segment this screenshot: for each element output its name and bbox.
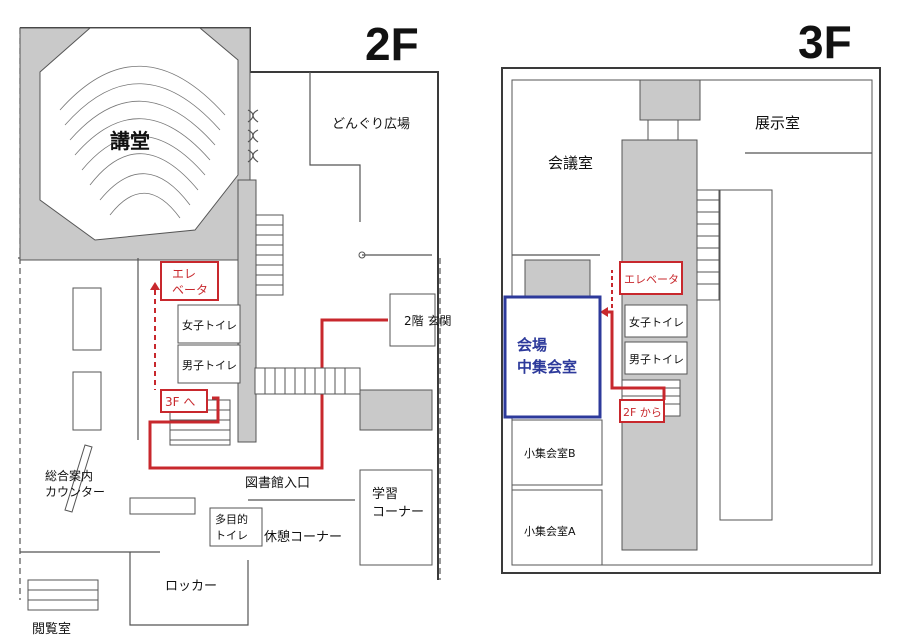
- small-room-b[interactable]: [511, 419, 603, 486]
- stairs-2f-middle: [254, 367, 361, 395]
- counter-box-2: [72, 371, 102, 431]
- floor-2f-title: 2F: [365, 18, 419, 70]
- elevator-2f-label-2: ベータ: [172, 283, 208, 297]
- stairs-3f-right: [696, 189, 720, 301]
- men-toilet-3f[interactable]: [624, 341, 688, 375]
- small-room-a[interactable]: [511, 489, 603, 566]
- from-2f-box[interactable]: [619, 399, 665, 423]
- auditorium-label: 講堂: [110, 129, 150, 153]
- elevator-2f[interactable]: [160, 261, 219, 301]
- donguri-label: どんぐり広場: [332, 117, 410, 132]
- exhibition-inner: [719, 189, 773, 521]
- entrance-2f[interactable]: [389, 293, 436, 347]
- library-entrance-label: 図書館入口: [245, 476, 310, 491]
- route-2f: [148, 318, 388, 470]
- stairs-3f-from-2f: [621, 379, 681, 417]
- gray-3f-top: [639, 79, 701, 121]
- women-toilet-3f-label: 女子トイレ: [629, 315, 684, 329]
- women-toilet-3f[interactable]: [624, 304, 688, 338]
- men-toilet-3f-label: 男子トイレ: [629, 353, 684, 366]
- route-3f: [604, 310, 666, 400]
- reading-shelves: [27, 579, 99, 611]
- elevator-3f[interactable]: [619, 261, 683, 295]
- auditorium-doors: [247, 109, 259, 163]
- study-corner-label-2: コーナー: [372, 505, 424, 520]
- gray-3f-mid: [524, 259, 591, 299]
- info-counter-label-1: 総合案内: [45, 468, 93, 483]
- small-room-a-label: 小集会室A: [524, 524, 576, 538]
- women-toilet-2f[interactable]: [177, 304, 241, 344]
- locker-label: ロッカー: [165, 579, 217, 594]
- reading-room-label: 閲覧室: [32, 621, 71, 637]
- venue-label-1: 会場: [517, 336, 547, 354]
- floor-3f-title: 3F: [798, 16, 852, 68]
- gray-block-2f: [359, 389, 433, 431]
- doors-3f: [647, 119, 679, 141]
- elevator-2f-label-1: エレ: [172, 267, 196, 281]
- route-2f-arrow: [150, 282, 160, 290]
- meeting-room-label: 会議室: [548, 154, 593, 172]
- wall-3f-outer: [501, 67, 881, 574]
- study-corner[interactable]: [359, 469, 433, 566]
- entrance-2f-label: 2階 玄関: [404, 313, 451, 328]
- to-3f-box[interactable]: [160, 389, 208, 413]
- info-counter-label-2: カウンター: [45, 485, 105, 499]
- rest-corner-label: 休憩コーナー: [264, 529, 342, 545]
- venue-room[interactable]: [503, 295, 602, 419]
- route-3f-arrow: [600, 307, 608, 317]
- men-toilet-2f[interactable]: [177, 344, 241, 384]
- floor-2f: 講堂 どんぐり広場 エレ ベータ 女子トイレ 男子トイレ: [18, 18, 451, 637]
- small-room-b-label: 小集会室B: [524, 446, 576, 460]
- from-2f-label: 2F から: [623, 406, 662, 419]
- floor-3f: 会議室 展示室 エレベータ 女子トイレ 男子トイレ: [501, 16, 881, 574]
- exhibition-label: 展示室: [755, 114, 800, 132]
- multi-toilet[interactable]: [209, 507, 263, 547]
- stairs-2f-upper: [254, 214, 284, 296]
- venue-label-2: 中集会室: [517, 358, 577, 376]
- elevator-3f-label: エレベータ: [624, 273, 679, 286]
- bench-2f: [129, 497, 196, 515]
- multi-toilet-label-1: 多目的: [215, 512, 248, 526]
- multi-toilet-label-2: トイレ: [215, 529, 248, 542]
- auditorium-seats: [59, 65, 226, 219]
- men-toilet-2f-label: 男子トイレ: [182, 359, 237, 372]
- auditorium-hall: [39, 27, 239, 241]
- counter-box-1: [72, 287, 102, 351]
- locker-room: [129, 552, 249, 626]
- core-2f: [237, 179, 257, 443]
- to-3f-label: 3F へ: [165, 395, 195, 409]
- donguri-boundary: [309, 72, 361, 222]
- women-toilet-2f-label: 女子トイレ: [182, 318, 237, 332]
- study-corner-label-1: 学習: [372, 486, 398, 502]
- info-counter-shape: [64, 444, 93, 513]
